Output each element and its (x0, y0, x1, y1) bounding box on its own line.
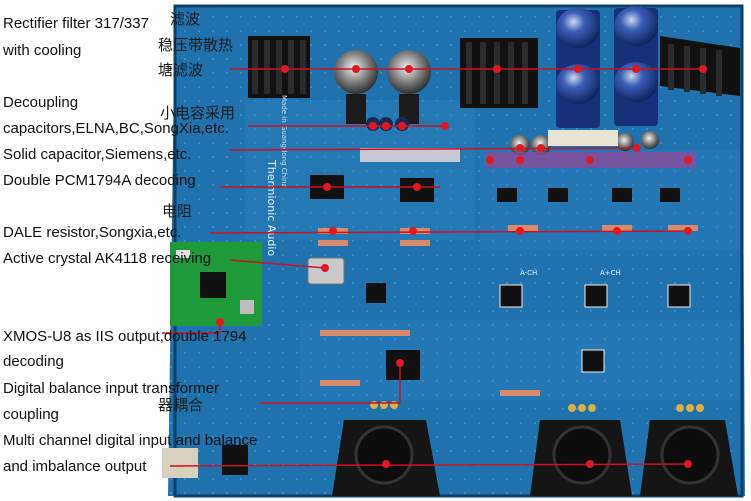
board-text-origin: Made in Guangdong China (280, 95, 288, 188)
heatsink-mid (460, 38, 538, 108)
board-text-ach-plus: A+CH (600, 269, 621, 277)
op-amps (366, 188, 691, 373)
annotation-multichannel-line1: Multi channel digital input and balance (3, 432, 258, 449)
annotation-solid-cap: Solid capacitor,Siemens,etc. (3, 146, 192, 163)
cn-fragment-1: 稳压带散热 (158, 36, 233, 54)
chinese-overlay: 滤波 稳压带散热 塘滤波 小电容采用 电阻 器耦合 (158, 10, 235, 414)
annotation-transformer-line2: coupling (3, 406, 59, 423)
board-text-ach-minus: A-CH (520, 269, 537, 277)
board-text-brand: Thermionic Audio (265, 159, 278, 256)
digital-jacks (162, 445, 248, 478)
annotation-rectifier-line2: with cooling (3, 42, 82, 59)
cn-fragment-4: 电阻 (162, 202, 192, 220)
xlr-connectors (332, 401, 738, 496)
pointer-lines (162, 68, 705, 467)
cn-fragment-3: 小电容采用 (160, 104, 235, 122)
xmos-module (170, 242, 262, 326)
annotation-dale: DALE resistor,Songxia,etc. (3, 224, 182, 241)
annotation-ak4118: Active crystal AK4118 receiving (3, 250, 212, 267)
heatsink-left (248, 36, 310, 98)
annotation-multichannel-line2: and imbalance output (3, 458, 147, 475)
pcb-board (168, 4, 745, 498)
cn-fragment-2: 塘滤波 (158, 61, 203, 79)
annotation-rectifier-line1: Rectifier filter 317/337 (3, 15, 149, 32)
cn-fragment-0: 滤波 (170, 10, 200, 28)
annotation-pcm1794a: Double PCM1794A decoding (3, 172, 196, 189)
pointer-dots (216, 65, 707, 468)
filter-capacitors-blue (556, 6, 658, 128)
annotation-decoupling-line1: Decoupling (3, 94, 79, 111)
cn-fragment-5: 器耦合 (158, 396, 203, 414)
annotation-xmos-line1: XMOS-U8 as IIS output,double 1794 (3, 328, 247, 345)
annotation-transformer-line1: Digital balance input transformer (3, 380, 219, 397)
annotation-xmos-line2: decoding (3, 353, 64, 370)
annotation-decoupling-line2: capacitors,ELNA,BC,SongXia,etc. (3, 120, 229, 137)
